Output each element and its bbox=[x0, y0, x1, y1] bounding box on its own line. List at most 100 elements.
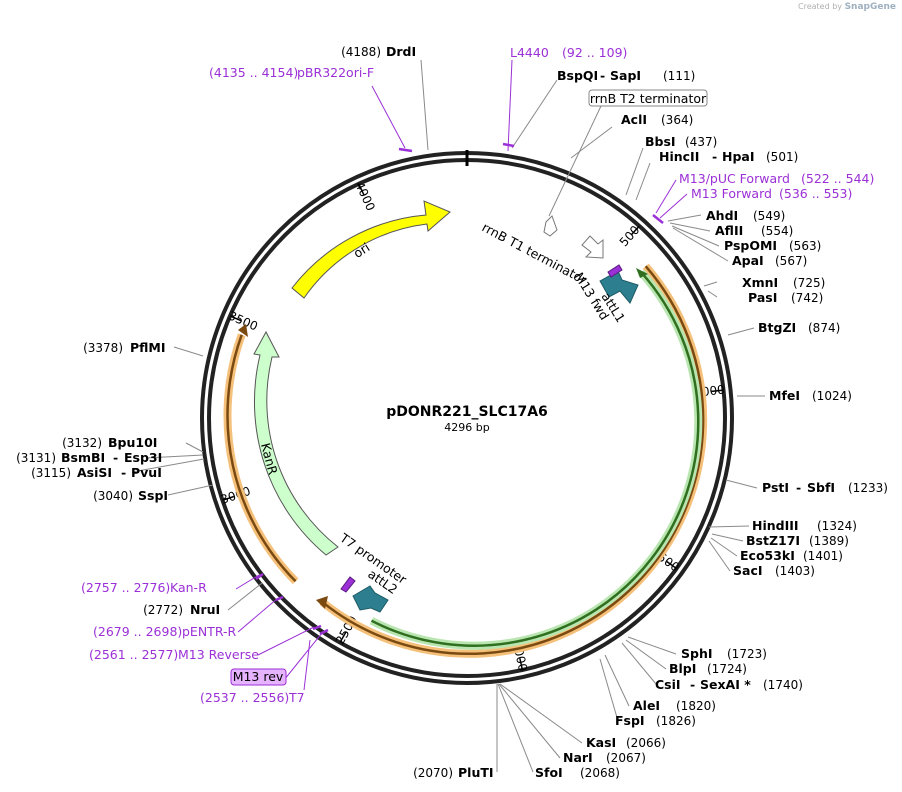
bspqi-pos: (111) bbox=[663, 69, 695, 83]
pspomi-pos: (563) bbox=[789, 239, 821, 253]
l4440-range: (92 .. 109) bbox=[562, 45, 627, 60]
t7-primer-range: (2537 .. 2556) bbox=[200, 690, 289, 705]
plasmid-name: pDONR221_SLC17A6 bbox=[386, 404, 548, 420]
rrnb-t2-terminator-arrow[interactable] bbox=[543, 215, 558, 237]
m13rev-primer-range: (2561 .. 2577) bbox=[89, 647, 178, 662]
acli-label[interactable]: AclI bbox=[621, 112, 647, 127]
m13fwd-primer-range: (536 .. 553) bbox=[779, 186, 852, 201]
m13fwd-primer-label[interactable]: M13 Forward bbox=[691, 186, 772, 201]
orange-band-arrowhead bbox=[316, 596, 328, 609]
rrnb-t1-terminator-arrow[interactable] bbox=[581, 235, 604, 259]
tick-mark bbox=[630, 225, 640, 236]
hincii-dash: - bbox=[712, 149, 717, 164]
primer-leaders bbox=[235, 59, 688, 691]
t7-primer-label[interactable]: T7 bbox=[288, 690, 305, 705]
aflii-pos: (554) bbox=[761, 224, 793, 238]
eco53ki-pos: (1401) bbox=[803, 549, 843, 563]
sapi-label[interactable]: SapI bbox=[610, 68, 641, 83]
hincii-label[interactable]: HincII bbox=[659, 149, 699, 164]
xmni-label[interactable]: XmnI bbox=[742, 275, 778, 290]
nrui-pos: (2772) bbox=[143, 603, 183, 617]
kasi-label[interactable]: KasI bbox=[586, 735, 616, 750]
btgzi-label[interactable]: BtgZI bbox=[758, 320, 796, 335]
l4440-label[interactable]: L4440 bbox=[510, 45, 549, 60]
sfoi-pos: (2068) bbox=[580, 766, 620, 780]
pasi-label[interactable]: PasI bbox=[748, 290, 777, 305]
kanr-primer-label[interactable]: Kan-R bbox=[170, 580, 207, 595]
bsmbi-label[interactable]: BsmBI bbox=[61, 450, 105, 465]
sbfi-label[interactable]: SbfI bbox=[807, 480, 835, 495]
pspomi-label[interactable]: PspOMI bbox=[724, 238, 777, 253]
rrnb-t2-box[interactable] bbox=[588, 89, 708, 107]
ori-label: ori bbox=[351, 240, 373, 261]
psti-label[interactable]: PstI bbox=[762, 480, 789, 495]
attl2-arrow[interactable] bbox=[352, 585, 389, 613]
bspqi-label[interactable]: BspQI bbox=[557, 68, 598, 83]
esp3i-label[interactable]: Esp3I bbox=[124, 450, 162, 465]
xmni-pos: (725) bbox=[793, 276, 825, 290]
tick-mark bbox=[666, 560, 677, 570]
eco53ki-label[interactable]: Eco53kI bbox=[740, 548, 795, 563]
sphi-label[interactable]: SphI bbox=[681, 646, 713, 661]
m13-rev-feature-box[interactable] bbox=[230, 668, 287, 686]
bpu10i-label[interactable]: Bpu10I bbox=[108, 435, 157, 450]
alei-label[interactable]: AleI bbox=[633, 698, 660, 713]
m13puc-label[interactable]: M13/pUC Forward bbox=[679, 171, 790, 186]
alei-pos: (1820) bbox=[676, 699, 716, 713]
pbr322-label[interactable]: pBR322ori-F bbox=[297, 65, 374, 80]
csii-label[interactable]: CsiI bbox=[655, 677, 681, 692]
sexai-label[interactable]: SexAI * bbox=[700, 677, 751, 692]
nari-label[interactable]: NarI bbox=[563, 750, 593, 765]
orange-band-left[interactable] bbox=[226, 334, 297, 583]
insert-band-arrowhead bbox=[636, 268, 648, 278]
fspi-label[interactable]: FspI bbox=[615, 713, 645, 728]
drdi-label[interactable]: DrdI bbox=[386, 44, 416, 59]
tick-mark bbox=[222, 495, 235, 502]
psti-pos: (1233) bbox=[848, 481, 888, 495]
saci-label[interactable]: SacI bbox=[733, 563, 763, 578]
kasi-pos: (2066) bbox=[626, 736, 666, 750]
kanr-primer-range: (2757 .. 2776) bbox=[81, 580, 170, 595]
csii-pos: (1740) bbox=[763, 678, 803, 692]
pflmi-label[interactable]: PflMI bbox=[130, 340, 166, 355]
sphi-pos: (1723) bbox=[727, 647, 767, 661]
blpi-label[interactable]: BlpI bbox=[669, 661, 696, 676]
sspi-label[interactable]: SspI bbox=[138, 488, 168, 503]
sfoi-label[interactable]: SfoI bbox=[535, 765, 563, 780]
hindiii-pos: (1324) bbox=[817, 519, 857, 533]
m13-fwd-site bbox=[607, 264, 623, 278]
ori-arrow[interactable] bbox=[291, 200, 451, 299]
hpai-label[interactable]: HpaI bbox=[722, 149, 755, 164]
bsmbi-pos: (3131) bbox=[16, 451, 56, 465]
tick-label: 4000 bbox=[352, 179, 378, 213]
saci-pos: (1403) bbox=[775, 564, 815, 578]
pbr322-range: (4135 .. 4154) bbox=[209, 65, 298, 80]
bbsi-label[interactable]: BbsI bbox=[645, 134, 676, 149]
hindiii-label[interactable]: HindIII bbox=[752, 518, 799, 533]
kanr-arrow[interactable] bbox=[253, 330, 339, 556]
apai-label[interactable]: ApaI bbox=[732, 253, 764, 268]
pvui-label[interactable]: PvuI bbox=[131, 465, 162, 480]
ahdi-label[interactable]: AhdI bbox=[706, 208, 738, 223]
bstz17i-label[interactable]: BstZ17I bbox=[746, 533, 800, 548]
nrui-label[interactable]: NruI bbox=[190, 602, 220, 617]
tick-mark bbox=[519, 658, 524, 671]
asisi-label[interactable]: AsiSI bbox=[77, 465, 112, 480]
ahdi-pos: (549) bbox=[753, 209, 785, 223]
mfei-pos: (1024) bbox=[812, 389, 852, 403]
mfei-label[interactable]: MfeI bbox=[769, 388, 800, 403]
m13rev-primer-label[interactable]: M13 Reverse bbox=[178, 647, 259, 662]
bspqi-dash: - bbox=[600, 68, 605, 83]
asisi-pos: (3115) bbox=[31, 466, 71, 480]
kanr-label: KanR bbox=[258, 441, 281, 476]
m13puc-range: (522 .. 544) bbox=[801, 171, 874, 186]
snapgene-logo: SnapGene bbox=[844, 2, 896, 12]
tick-mark bbox=[711, 389, 724, 393]
insert-band[interactable] bbox=[370, 271, 700, 647]
aflii-label[interactable]: AflII bbox=[715, 223, 743, 238]
pentr-label[interactable]: pENTR-R bbox=[182, 624, 237, 639]
orange-band-right[interactable] bbox=[321, 265, 705, 655]
pluti-label[interactable]: PluTI bbox=[458, 765, 494, 780]
blpi-pos: (1724) bbox=[707, 662, 747, 676]
